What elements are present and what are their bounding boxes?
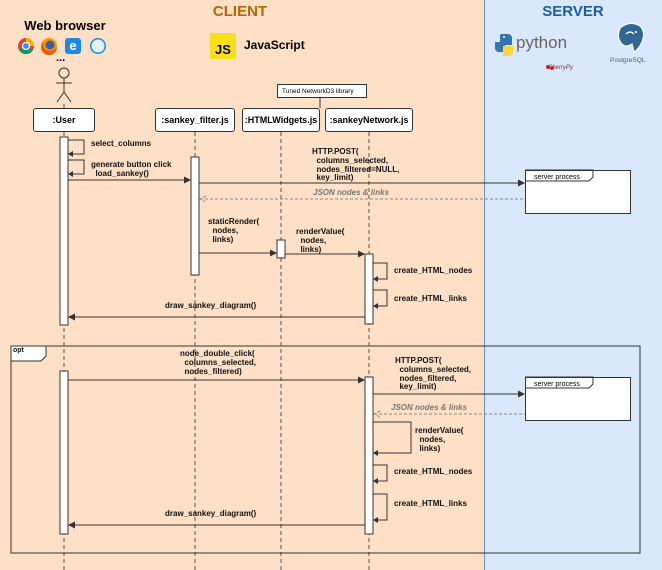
user-activation-2	[59, 370, 69, 535]
htmlwidgets-activation	[276, 239, 286, 259]
python-logo	[494, 34, 513, 56]
firefox-icon	[40, 38, 57, 56]
safari-icon	[90, 38, 106, 54]
web-browser-label: Web browser	[24, 18, 106, 33]
network-activation-1	[364, 253, 374, 325]
msg-draw-1: draw_sankey_diagram()	[165, 301, 257, 310]
lifeline-sankey-network: :sankeyNetwork.js	[325, 108, 413, 132]
message-arrows	[68, 179, 520, 526]
message-arrow-heads	[68, 176, 525, 529]
activation-bars	[59, 136, 374, 535]
msg-json-1: JSON nodes & links	[313, 188, 390, 197]
server-process-label: server process	[534, 381, 580, 388]
msg-create-links-1: create_HTML_links	[394, 294, 467, 303]
msg-json-2: JSON nodes & links	[391, 403, 468, 412]
msg-create-links-2: create_HTML_links	[394, 499, 467, 508]
filter-activation	[190, 156, 200, 276]
tuned-library-note: Tuned NetworkD3 library	[277, 84, 367, 98]
msg-select-columns: select_columns	[91, 139, 152, 148]
chrome-icon	[18, 38, 34, 55]
network-activation-2	[364, 376, 374, 535]
cherrypy-icon	[546, 65, 554, 70]
msg-http-post-1: HTTP.POST( columns_selected, nodes_filte…	[312, 147, 400, 183]
server-region	[484, 0, 662, 570]
self-call-heads	[68, 151, 378, 523]
internet-explorer-icon: e	[65, 38, 81, 54]
python-label: python	[516, 33, 568, 52]
user-activation-1	[59, 136, 69, 326]
opt-frame	[10, 345, 641, 554]
msg-render-value-2: renderValue( nodes, links)	[415, 426, 464, 453]
msg-create-nodes-2: create_HTML_nodes	[394, 467, 473, 476]
msg-node-double-click: node_double_click( columns_selected, nod…	[180, 349, 257, 376]
client-title: CLIENT	[212, 3, 268, 20]
postgresql-logo	[617, 22, 645, 53]
msg-create-nodes-1: create_HTML_nodes	[394, 266, 473, 275]
svg-text:e: e	[69, 38, 76, 53]
msg-generate: generate button click load_sankey()	[91, 160, 172, 178]
server-process-box-2: server process	[525, 377, 631, 421]
msg-render-value-1: renderValue( nodes, links)	[296, 227, 345, 254]
user-actor-icon	[56, 67, 72, 103]
msg-static-render: staticRender( nodes, links)	[208, 217, 260, 244]
lifeline-htmlwidgets: :HTMLWidgets.js	[242, 108, 320, 132]
javascript-label: JavaScript	[244, 38, 305, 52]
javascript-logo: JS	[210, 33, 236, 59]
msg-draw-2: draw_sankey_diagram()	[165, 509, 257, 518]
msg-http-post-2: HTTP.POST( columns_selected, nodes_filte…	[395, 356, 472, 392]
lifeline-sankey-filter: :sankey_filter.js	[155, 108, 235, 132]
opt-label: opt	[13, 347, 24, 354]
self-call-arrows	[68, 139, 412, 521]
cherrypy-label: CherryPy	[548, 65, 574, 71]
lifeline-user: :User	[33, 108, 95, 132]
server-title: SERVER	[542, 3, 604, 20]
client-region	[0, 0, 484, 570]
server-process-label: server process	[534, 174, 580, 181]
svg-text:JS: JS	[215, 42, 231, 57]
browsers-ellipsis: ...	[56, 52, 66, 64]
return-arrows	[198, 195, 525, 418]
postgresql-label: PostgreSQL	[610, 57, 646, 64]
server-process-box-1: server process	[525, 170, 631, 214]
